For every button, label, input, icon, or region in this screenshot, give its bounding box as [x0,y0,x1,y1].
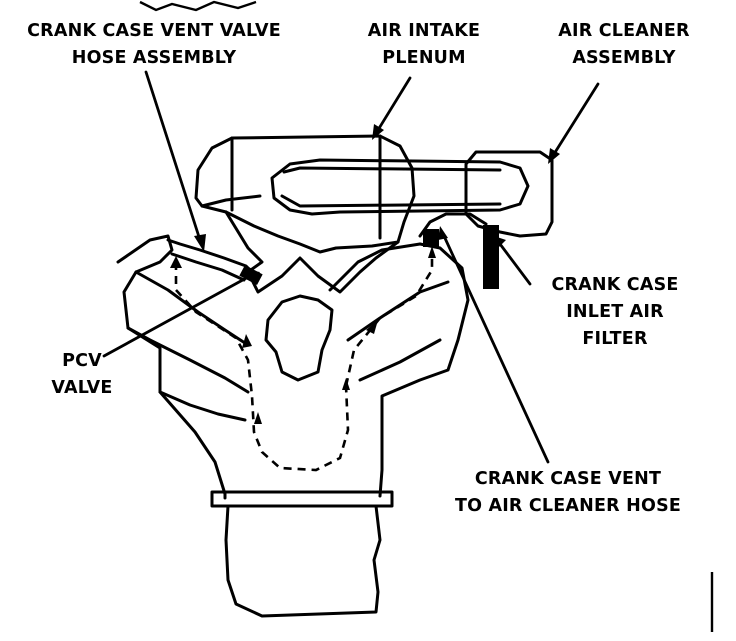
flow-arrow-6 [428,246,436,258]
flow-arrow-5 [366,320,378,334]
label-air-cleaner-assembly: AIR CLEANER ASSEMBLY [544,18,704,72]
engine-block-outline [116,234,470,500]
airflow-path-left [174,262,350,472]
air-duct [270,158,530,216]
label-line: INLET AIR [566,302,664,322]
leader-pcv-valve [102,274,252,358]
label-line: CRANK CASE VENT VALVE [27,21,281,41]
leader-inlet-filter [498,242,532,286]
airflow-path-right [344,252,434,387]
label-line: PLENUM [382,48,466,68]
label-crank-case-vent-to-air-cleaner-hose: CRANK CASE VENT TO AIR CLEANER HOSE [430,466,706,520]
label-line: PCV [62,351,102,371]
label-line: CRANK CASE [551,275,679,295]
flow-arrow-4 [342,378,350,390]
air-duct-inner [280,166,502,208]
leader-air-intake-plenum [376,76,412,132]
inlet-air-filter [483,225,499,289]
vent-hose [418,212,488,238]
label-line: CRANK CASE VENT [474,469,662,489]
label-line: AIR INTAKE [367,21,481,41]
left-cylinder-bank [126,270,250,422]
label-line: HOSE ASSEMBLY [71,48,237,68]
label-line: AIR CLEANER [558,21,690,41]
leader-vent-to-cleaner-hose [442,234,550,464]
air-cleaner-housing [464,150,554,238]
scan-mark-top [139,0,257,12]
vent-fitting [423,229,439,247]
arrowhead-air-cleaner [548,148,560,164]
label-line: FILTER [582,329,648,349]
arrowhead-inlet-filter [494,236,506,248]
plenum-seam [200,134,382,240]
label-pcv-valve: PCV VALVE [34,348,130,402]
label-crank-case-inlet-air-filter: CRANK CASE INLET AIR FILTER [532,272,698,353]
label-line: ASSEMBLY [572,48,676,68]
label-crank-case-vent-valve-hose: CRANK CASE VENT VALVE HOSE ASSEMBLY [6,18,302,72]
flow-arrow-2 [242,334,252,348]
valley-cover [264,294,334,382]
arrowhead-vent-to-cleaner-hose [438,226,448,240]
arrowhead-vent-valve-hose [194,234,206,252]
oil-pan-flange [210,490,394,508]
flow-arrow-1 [170,256,182,268]
arrowhead-air-intake-plenum [372,124,384,140]
oil-pan [224,504,382,618]
arrowhead-pcv-valve [246,270,260,280]
leader-air-cleaner [552,82,600,156]
label-air-intake-plenum: AIR INTAKE PLENUM [350,18,498,72]
label-line: VALVE [51,378,113,398]
leader-vent-valve-hose [144,70,202,242]
label-line: TO AIR CLEANER HOSE [454,496,682,516]
flow-arrow-3 [254,412,262,424]
